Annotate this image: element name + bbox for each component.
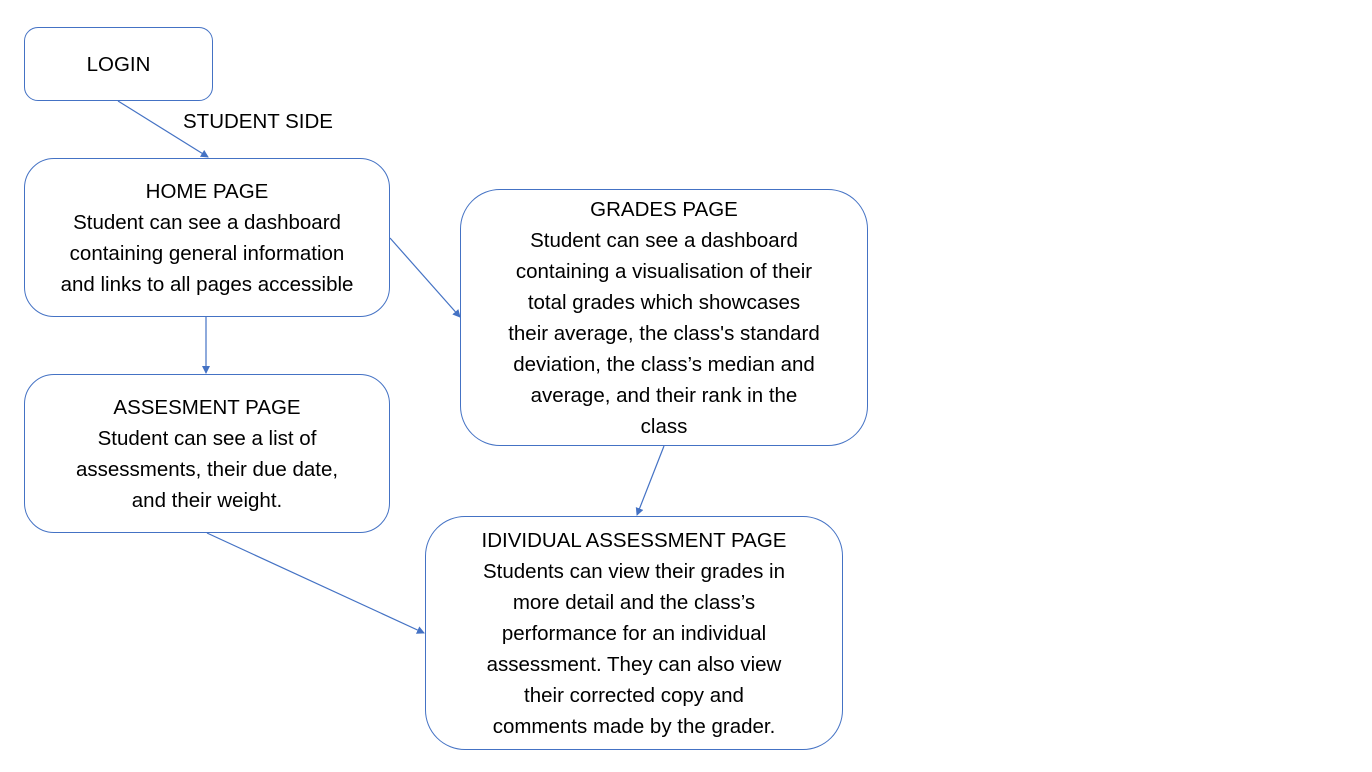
individual-assessment-page-line: comments made by the grader.: [492, 714, 776, 738]
individual-assessment-page-line: more detail and the class’s: [512, 590, 756, 614]
assessment-page-title: ASSESMENT PAGE: [113, 395, 301, 419]
arrow-home-to-grades: [389, 237, 461, 318]
individual-assessment-page-line: Students can view their grades in: [483, 559, 785, 583]
individual-assessment-page-node: IDIVIDUAL ASSESSMENT PAGE Students can v…: [425, 516, 843, 750]
individual-assessment-page-line: performance for an individual: [501, 621, 767, 645]
individual-assessment-page-title: IDIVIDUAL ASSESSMENT PAGE: [481, 528, 787, 552]
assessment-page-node: ASSESMENT PAGE Student can see a list of…: [24, 374, 390, 533]
grades-page-line: containing a visualisation of their: [515, 259, 813, 283]
arrow-login-to-home: [117, 100, 209, 158]
grades-page-line: total grades which showcases: [527, 290, 801, 314]
arrow-grades-to-individual: [635, 445, 665, 516]
student-side-label: STUDENT SIDE: [183, 110, 333, 133]
login-node: LOGIN: [24, 27, 213, 101]
login-title: LOGIN: [86, 52, 151, 76]
arrow-assessment-to-individual: [206, 532, 425, 634]
assessment-page-line: assessments, their due date,: [75, 457, 339, 481]
home-page-line: Student can see a dashboard: [73, 210, 341, 234]
individual-assessment-page-line: their corrected copy and: [524, 683, 744, 707]
grades-page-node: GRADES PAGE Student can see a dashboard …: [460, 189, 868, 446]
home-page-title: HOME PAGE: [145, 179, 269, 203]
assessment-page-line: and their weight.: [131, 488, 283, 512]
home-page-line: and links to all pages accessible: [60, 272, 354, 296]
home-page-node: HOME PAGE Student can see a dashboard co…: [24, 158, 390, 317]
grades-page-line: Student can see a dashboard: [530, 228, 798, 252]
grades-page-line: class: [640, 414, 688, 438]
grades-page-title: GRADES PAGE: [590, 197, 738, 221]
individual-assessment-page-line: assessment. They can also view: [486, 652, 782, 676]
grades-page-line: their average, the class's standard: [508, 321, 820, 345]
assessment-page-line: Student can see a list of: [97, 426, 317, 450]
grades-page-line: average, and their rank in the: [530, 383, 798, 407]
home-page-line: containing general information: [69, 241, 345, 265]
grades-page-line: deviation, the class’s median and: [513, 352, 815, 376]
